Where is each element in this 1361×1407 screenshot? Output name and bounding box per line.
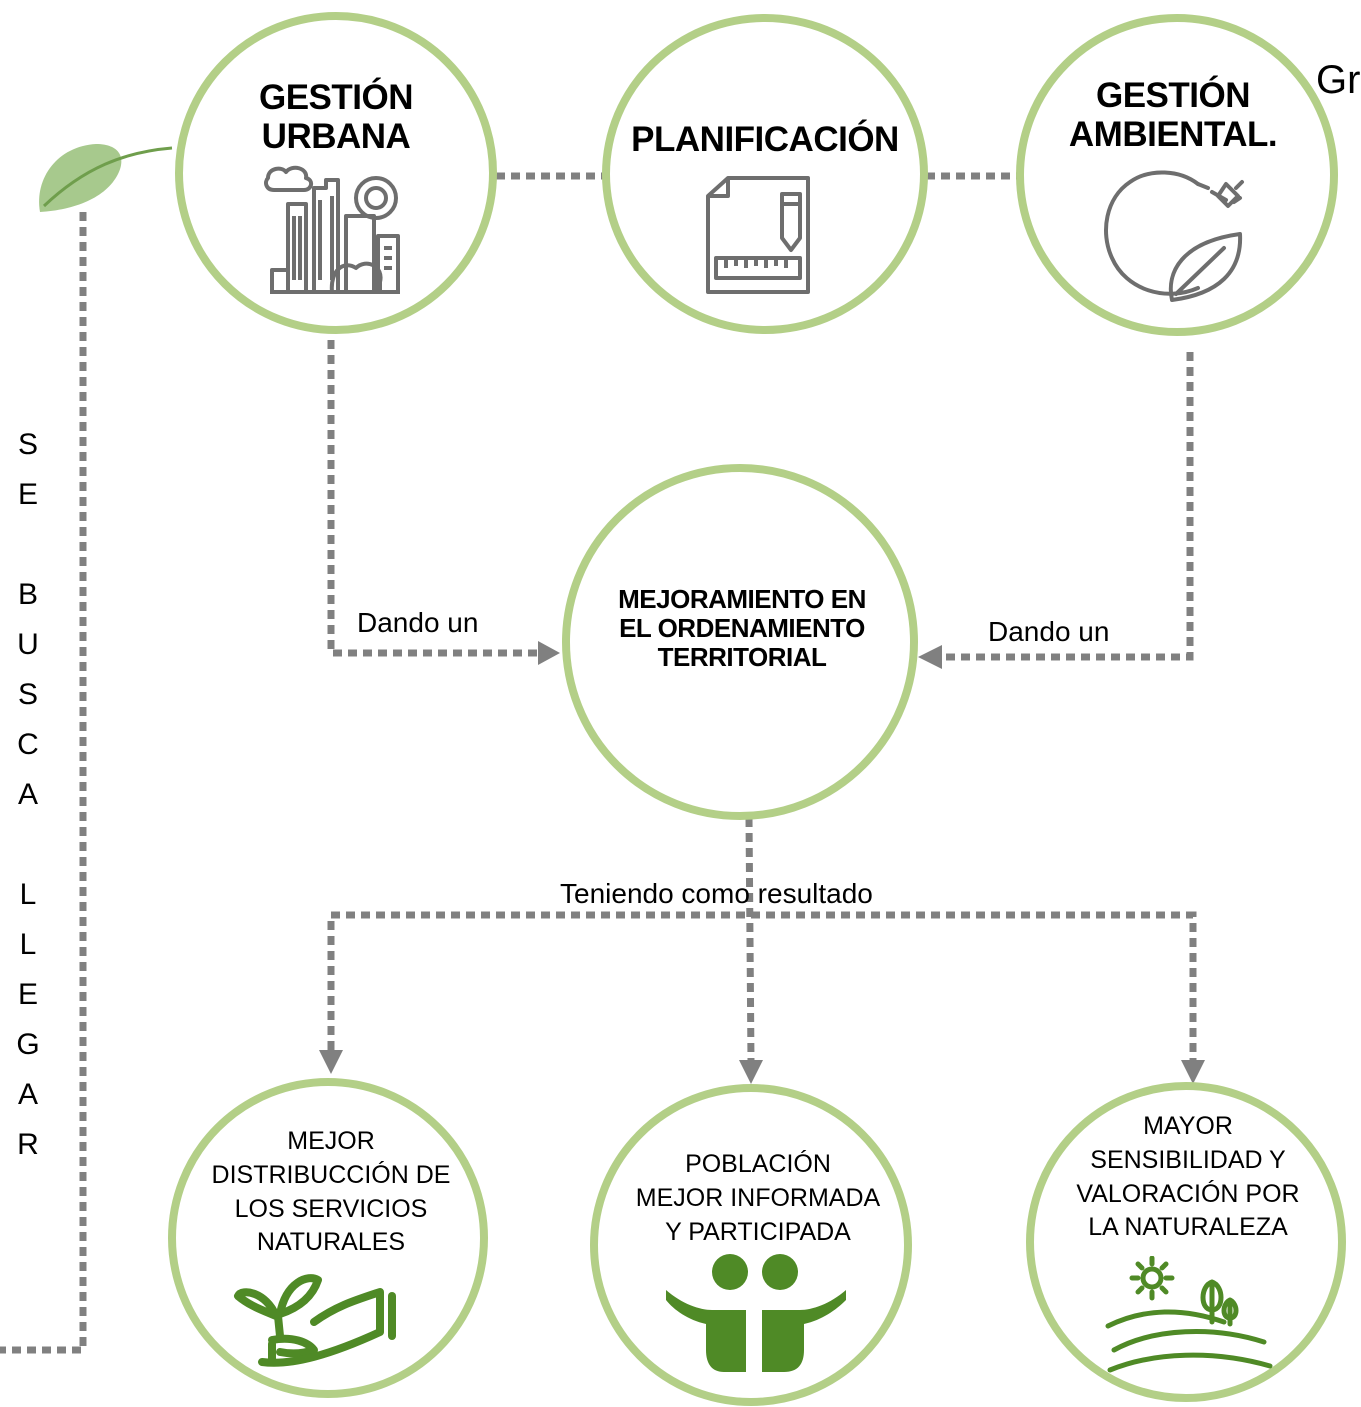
sprout-hand-icon xyxy=(234,1274,396,1367)
arrow-to-center-right xyxy=(918,645,942,669)
vertical-letter: B xyxy=(17,578,38,611)
vertical-letter: U xyxy=(17,628,39,661)
node-outcome-poblacion xyxy=(590,1084,912,1406)
title-line: URBANA xyxy=(261,117,411,157)
title-line: GESTIÓN xyxy=(1095,76,1251,115)
node-mejoramiento xyxy=(562,464,918,820)
arrow-to-center-left xyxy=(538,641,560,665)
vertical-letter: L xyxy=(19,928,37,961)
vertical-letter: L xyxy=(19,878,37,911)
text-line: DISTRIBUCCIÓN DE xyxy=(211,1160,451,1189)
vertical-letter: A xyxy=(17,778,38,811)
landscape-icon xyxy=(1105,1256,1273,1373)
vertical-letter: R xyxy=(17,1128,39,1161)
node-gestion-urbana-title: GESTIÓN URBANA xyxy=(196,78,476,156)
label-resultado: Teniendo como resultado xyxy=(560,878,873,909)
node-outcome-servicios xyxy=(168,1078,488,1398)
connector-urbana-center xyxy=(327,340,540,657)
text-line: SENSIBILIDAD Y xyxy=(1090,1145,1286,1174)
label-dando-un-right: Dando un xyxy=(988,616,1110,647)
connector-branch xyxy=(327,911,1197,1062)
node-planificacion xyxy=(602,14,928,334)
arrow-outcome-1 xyxy=(319,1050,343,1074)
label-dando-un-left: Dando un xyxy=(357,607,479,638)
title-line: MEJORAMIENTO EN xyxy=(618,584,866,614)
arrow-outcome-3 xyxy=(1181,1060,1205,1084)
connector-left-long xyxy=(0,212,87,1354)
node-outcome-naturaleza xyxy=(1026,1082,1346,1402)
title-line: EL ORDENAMIENTO xyxy=(619,613,865,644)
vertical-letter: G xyxy=(16,1028,40,1061)
node-mejoramiento-title: MEJORAMIENTO EN EL ORDENAMIENTO TERRITOR… xyxy=(584,584,900,673)
connector-ambiental-center xyxy=(940,352,1194,661)
people-icon xyxy=(666,1254,846,1372)
vertical-letter: C xyxy=(17,728,39,761)
text-line: VALORACIÓN POR xyxy=(1076,1179,1300,1208)
vertical-letter: E xyxy=(17,978,38,1011)
text-line: POBLACIÓN xyxy=(685,1150,831,1178)
city-icon xyxy=(264,165,400,294)
text-line: MEJOR xyxy=(287,1127,375,1155)
corner-text: Gr xyxy=(1316,58,1361,102)
title-line: AMBIENTAL. xyxy=(1068,115,1278,155)
text-line: MEJOR INFORMADA xyxy=(635,1183,881,1212)
vertical-letter: S xyxy=(17,428,38,461)
text-line: Y PARTICIPADA xyxy=(665,1217,851,1246)
node-planificacion-title: PLANIFICACIÓN xyxy=(631,120,899,159)
connector-center-down xyxy=(745,817,755,1063)
leaf-icon xyxy=(39,144,173,212)
node-outcome-naturaleza-text: MAYOR SENSIBILIDAD Y VALORACIÓN POR LA N… xyxy=(1040,1110,1336,1245)
text-line: NATURALES xyxy=(256,1228,406,1257)
vertical-letter: S xyxy=(17,678,38,711)
document-plan-icon xyxy=(706,176,810,294)
vertical-letter: E xyxy=(17,478,38,511)
text-line: LA NATURALEZA xyxy=(1088,1213,1288,1242)
title-line: GESTIÓN xyxy=(258,78,414,117)
node-outcome-poblacion-text: POBLACIÓN MEJOR INFORMADA Y PARTICIPADA xyxy=(606,1148,910,1249)
text-line: MAYOR xyxy=(1143,1112,1233,1140)
eco-plug-icon xyxy=(1104,170,1244,302)
arrow-outcome-2 xyxy=(739,1060,763,1084)
node-outcome-servicios-text: MEJOR DISTRIBUCCIÓN DE LOS SERVICIOS NAT… xyxy=(182,1125,480,1260)
text-line: LOS SERVICIOS xyxy=(234,1194,428,1223)
title-line: TERRITORIAL xyxy=(657,642,827,673)
vertical-letter: A xyxy=(17,1078,38,1111)
node-gestion-ambiental-title: GESTIÓN AMBIENTAL. xyxy=(1030,76,1316,154)
